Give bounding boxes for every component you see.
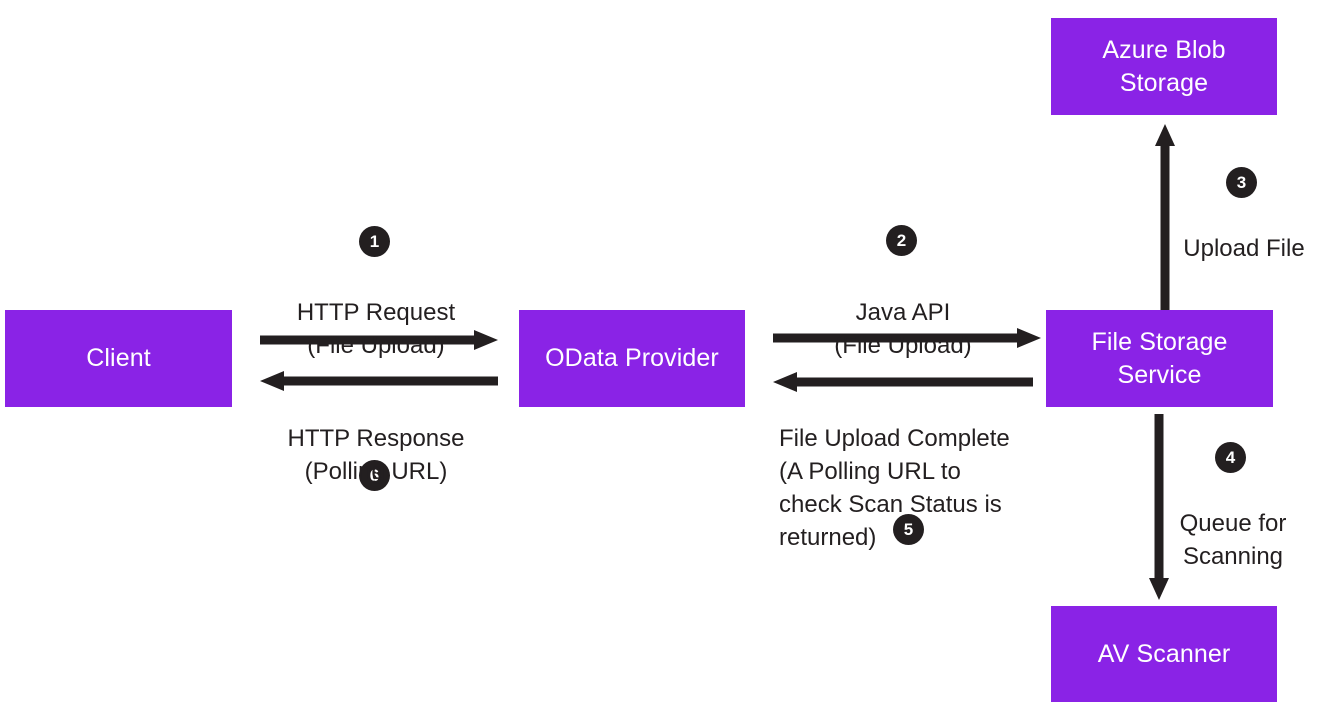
edge-label-step-3: Upload File xyxy=(1183,235,1305,262)
edge-label-step-5: File Upload Complete (A Polling URL to c… xyxy=(779,425,1010,551)
step-badge-3-number: 3 xyxy=(1236,173,1247,192)
arrow-step-1-right xyxy=(258,328,500,352)
arrow-step-6-left xyxy=(258,369,500,393)
edge-label-step-2: Java API (File Upload) xyxy=(834,299,972,359)
step-badge-5-number: 5 xyxy=(903,520,914,539)
step-badge-2: 2 xyxy=(886,225,917,256)
step-badge-1-number: 1 xyxy=(369,232,380,251)
step-badge-4: 4 xyxy=(1215,442,1246,473)
node-azure-blob-storage-label: Azure Blob Storage xyxy=(1102,35,1226,97)
node-file-storage-service-label: File Storage Service xyxy=(1091,327,1228,389)
step-badge-5: 5 xyxy=(893,514,924,545)
node-odata-provider[interactable]: OData Provider xyxy=(519,310,745,407)
edge-label-step-4: Queue for Scanning xyxy=(1179,510,1287,570)
step-badge-6-number: 6 xyxy=(369,466,380,485)
step-badge-1: 1 xyxy=(359,226,390,257)
node-av-scanner-label: AV Scanner xyxy=(1097,639,1231,668)
edge-label-step-6: HTTP Response (Polling URL) xyxy=(287,425,465,485)
arrow-step-4-down xyxy=(1147,412,1171,602)
node-client-label: Client xyxy=(86,344,151,372)
step-badge-6: 6 xyxy=(359,460,390,491)
step-badge-2-number: 2 xyxy=(896,231,907,250)
step-badge-3: 3 xyxy=(1226,167,1257,198)
arrow-step-2-right xyxy=(771,326,1043,350)
node-av-scanner[interactable]: AV Scanner xyxy=(1051,606,1277,702)
node-azure-blob-storage[interactable]: Azure Blob Storage xyxy=(1051,18,1277,115)
step-badge-4-number: 4 xyxy=(1225,448,1236,467)
node-file-storage-service[interactable]: File Storage Service xyxy=(1046,310,1273,407)
node-odata-provider-label: OData Provider xyxy=(545,344,719,372)
arrow-step-3-up xyxy=(1153,122,1177,312)
node-client[interactable]: Client xyxy=(5,310,232,407)
arrow-step-5-left xyxy=(771,370,1035,394)
edge-label-step-1: HTTP Request (File Upload) xyxy=(296,299,456,359)
